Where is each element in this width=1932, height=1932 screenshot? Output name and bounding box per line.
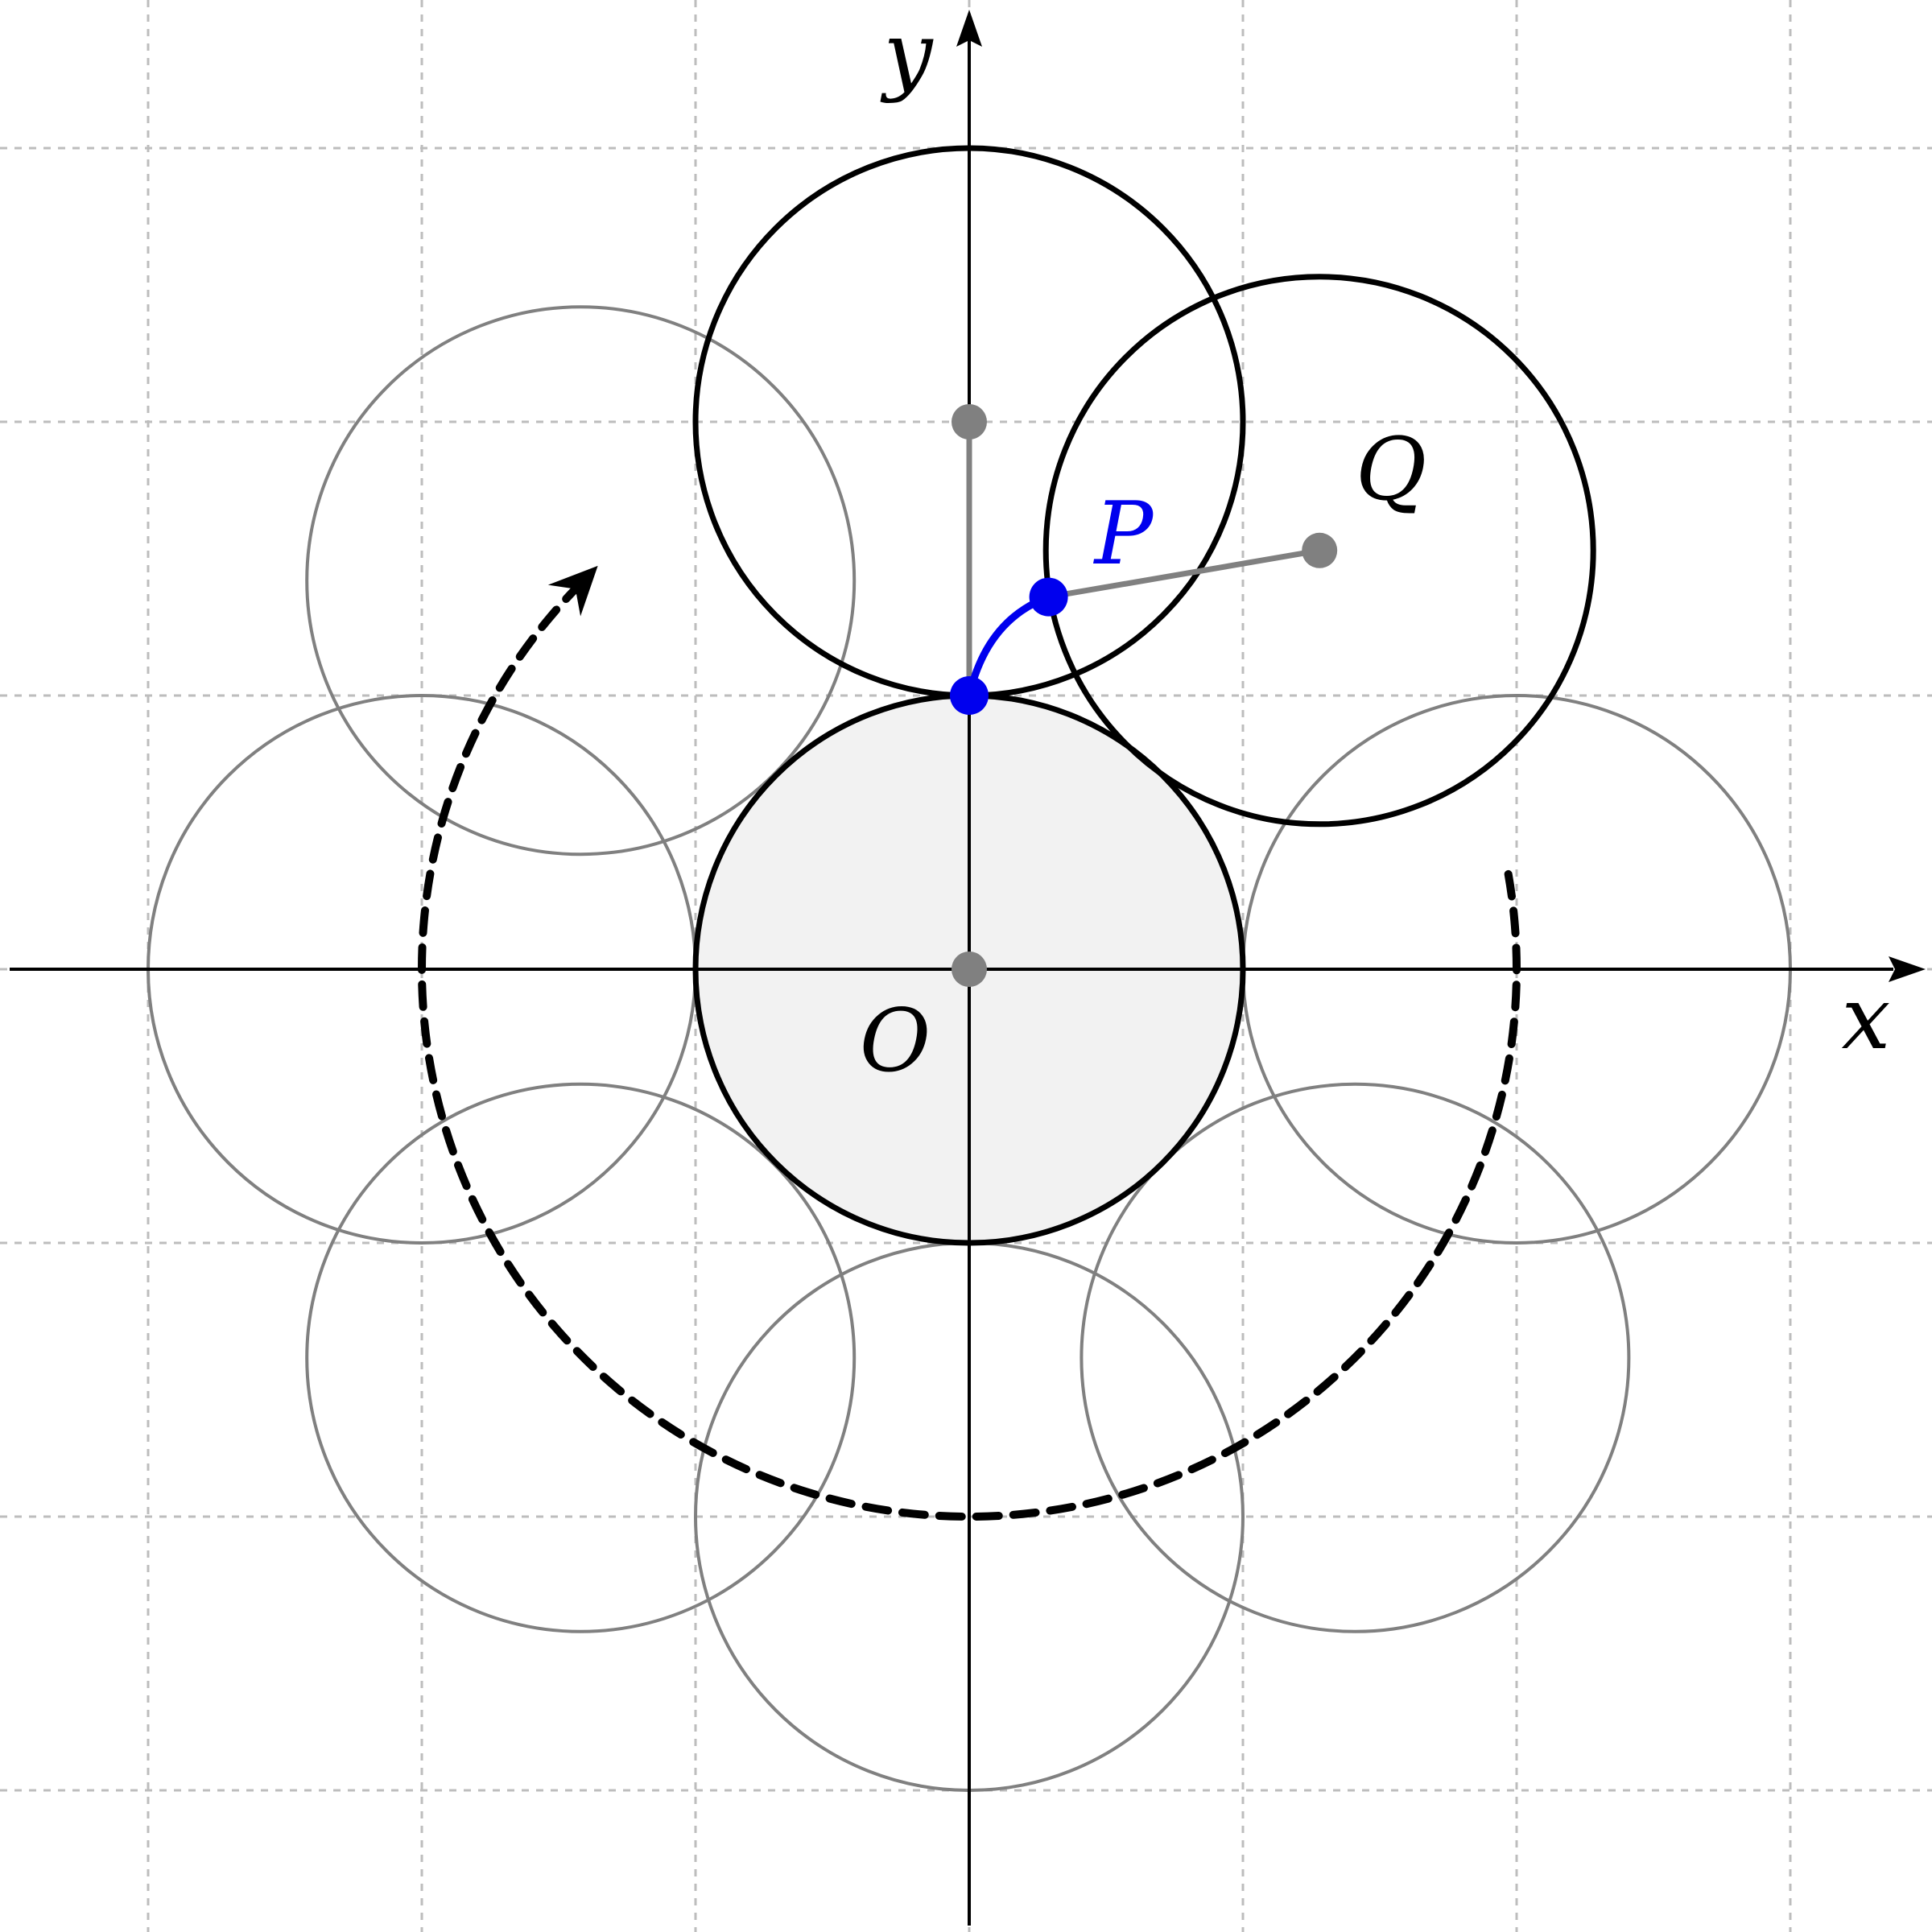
radius-segments	[966, 422, 1320, 696]
trace-start-point	[950, 676, 989, 715]
rolling-circle	[1042, 274, 1596, 828]
labels: x y O P Q	[860, 4, 1891, 1092]
y-axis-label: y	[879, 4, 934, 105]
point-p	[1029, 577, 1068, 617]
x-axis-arrowhead	[1889, 956, 1926, 982]
point-q-label: Q	[1356, 419, 1427, 520]
ghost-circle	[1080, 1082, 1631, 1633]
rotation-direction-arrowhead	[547, 565, 598, 617]
top-circle-center-point	[952, 404, 987, 440]
point-p-label: P	[1093, 484, 1155, 584]
origin-label: O	[860, 991, 931, 1092]
points	[950, 404, 1338, 987]
ghost-circle	[305, 305, 857, 857]
rotation-direction-arc	[418, 584, 1521, 1521]
ghost-circle	[305, 1082, 857, 1633]
radius-segment-q	[1048, 547, 1320, 601]
x-axis-label: x	[1842, 968, 1891, 1069]
point-q-center	[1302, 532, 1338, 568]
origin-point	[952, 952, 987, 987]
y-axis-arrowhead	[956, 10, 982, 47]
